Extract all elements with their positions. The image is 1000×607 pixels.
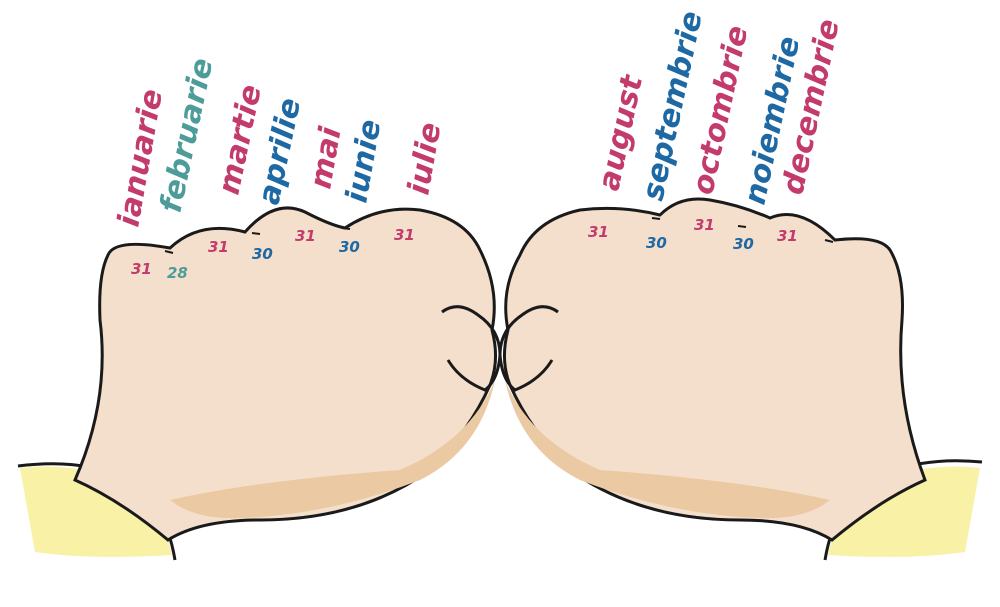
right-thumb: [498, 305, 559, 392]
days-aprilie: 30: [252, 245, 273, 263]
days-iulie: 31: [394, 226, 415, 244]
right-fist: [503, 197, 927, 542]
days-februarie: 28: [167, 264, 188, 282]
days-iunie: 30: [339, 238, 360, 256]
days-mai: 31: [295, 227, 316, 245]
month-label-iulie: iulie: [401, 120, 448, 198]
left-fist: [73, 206, 497, 542]
days-martie: 31: [208, 238, 229, 256]
knuckle-dents: [164, 217, 834, 254]
days-august: 31: [588, 223, 609, 241]
days-octombrie: 31: [694, 216, 715, 234]
days-septembrie: 30: [646, 234, 667, 252]
days-noiembrie: 30: [733, 235, 754, 253]
days-decembrie: 31: [777, 227, 798, 245]
month-label-februarie: februarie: [154, 55, 221, 216]
days-ianuarie: 31: [131, 260, 152, 278]
left-fist-shadow: [170, 380, 495, 519]
right-fist-shadow: [505, 380, 830, 519]
